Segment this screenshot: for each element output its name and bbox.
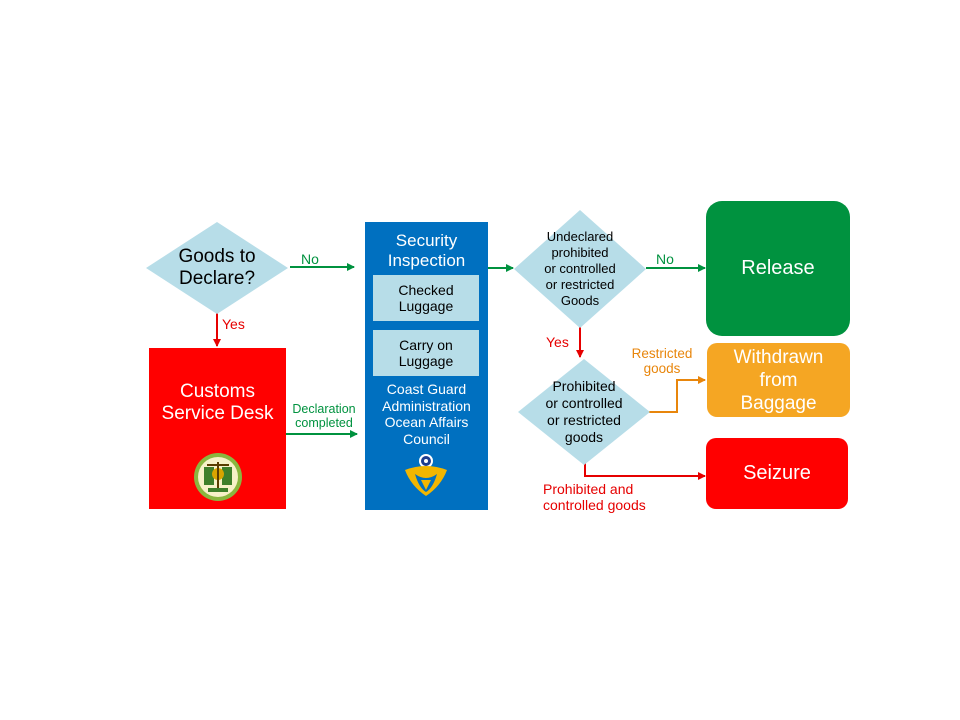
edge-label-restricted: Restricted goods (631, 346, 693, 376)
security-inspection-box: Security Inspection Checked Luggage Carr… (365, 222, 488, 510)
prohibited-label: Prohibited or controlled or restricted g… (545, 378, 623, 445)
edge-label-no-1: No (301, 251, 319, 267)
arrow-prohibited-to-seizure (584, 462, 706, 480)
undeclared-diamond (514, 210, 646, 328)
prohibited-diamond (518, 359, 650, 465)
edge-label-declaration: Declaration completed (292, 402, 356, 430)
seizure-box: Seizure (706, 438, 848, 509)
edge-label-no-2: No (656, 251, 674, 267)
goods-to-declare-diamond (146, 222, 288, 314)
undeclared-label: Undeclared prohibited or controlled or r… (544, 229, 616, 308)
coast-guard-emblem-icon (405, 454, 447, 496)
checked-luggage-box: Checked Luggage (373, 275, 479, 321)
carry-on-luggage-box: Carry on Luggage (373, 330, 479, 376)
arrow-restricted-to-withdrawn (648, 376, 706, 413)
security-inspection-title: Security Inspection (387, 231, 466, 270)
edge-label-yes-1: Yes (222, 316, 245, 332)
release-box: Release (706, 201, 850, 336)
edge-label-yes-2: Yes (546, 334, 569, 350)
goods-to-declare-label: Goods to Declare? (178, 246, 256, 289)
edge-label-prohibited-controlled: Prohibited and controlled goods (543, 481, 646, 513)
customs-service-desk-label: Customs Service Desk (161, 381, 274, 424)
customs-service-desk-box: Customs Service Desk (149, 348, 286, 509)
withdrawn-box: Withdrawn from Baggage (707, 343, 850, 417)
customs-emblem-icon (194, 453, 242, 501)
coast-guard-label: Coast Guard Administration Ocean Affairs… (382, 381, 471, 447)
